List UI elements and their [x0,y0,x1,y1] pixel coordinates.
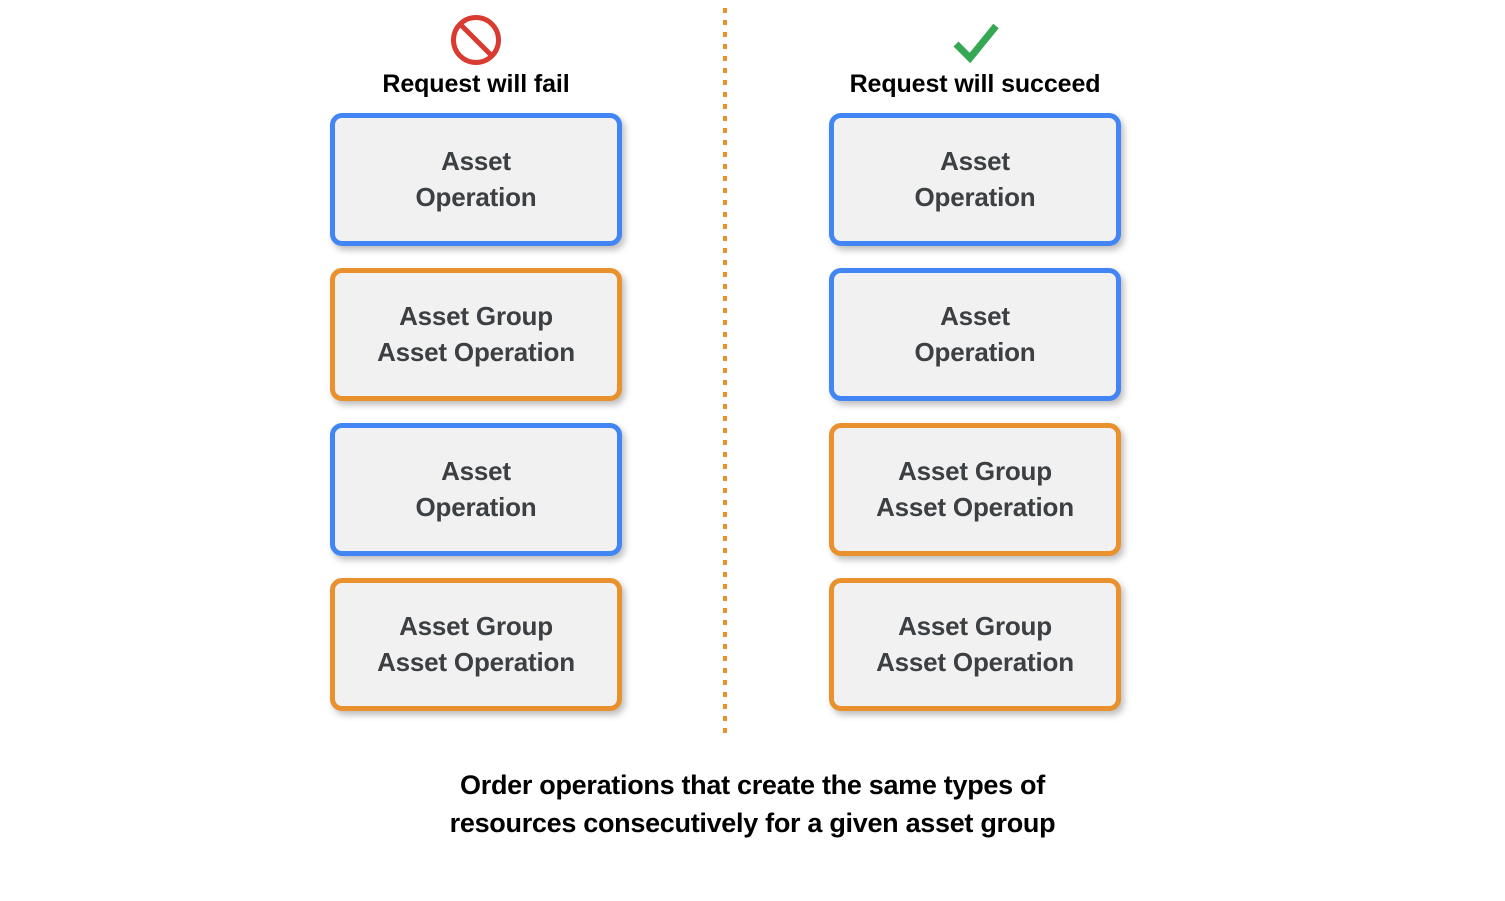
card-asset-group-asset-operation[interactable]: Asset Group Asset Operation [829,578,1121,711]
diagram-caption: Order operations that create the same ty… [449,770,1056,839]
card-asset-group-asset-operation[interactable]: Asset Group Asset Operation [330,578,622,711]
column-header-fail: Request will fail [266,12,686,99]
card-stack-succeed: Asset Operation Asset Operation Asset Gr… [765,113,1185,711]
card-asset-group-asset-operation[interactable]: Asset Group Asset Operation [829,423,1121,556]
card-label: Asset Operation [914,300,1036,367]
card-label: Asset Operation [415,455,537,522]
card-asset-group-asset-operation[interactable]: Asset Group Asset Operation [330,268,622,401]
column-divider [723,8,727,736]
column-header-succeed: Request will succeed [765,12,1185,99]
card-label: Asset Group Asset Operation [377,610,575,677]
card-label: Asset Group Asset Operation [377,300,575,367]
card-label: Asset Group Asset Operation [876,455,1074,522]
prohibition-icon [266,12,686,70]
card-stack-fail: Asset Operation Asset Group Asset Operat… [266,113,686,711]
column-header-label-succeed: Request will succeed [849,70,1101,98]
card-asset-operation[interactable]: Asset Operation [330,423,622,556]
card-asset-operation[interactable]: Asset Operation [829,113,1121,246]
card-asset-operation[interactable]: Asset Operation [330,113,622,246]
card-label: Asset Operation [914,145,1036,212]
card-asset-operation[interactable]: Asset Operation [829,268,1121,401]
card-label: Asset Operation [415,145,537,212]
column-header-label-fail: Request will fail [382,70,570,98]
card-label: Asset Group Asset Operation [876,610,1074,677]
checkmark-icon [765,12,1185,70]
